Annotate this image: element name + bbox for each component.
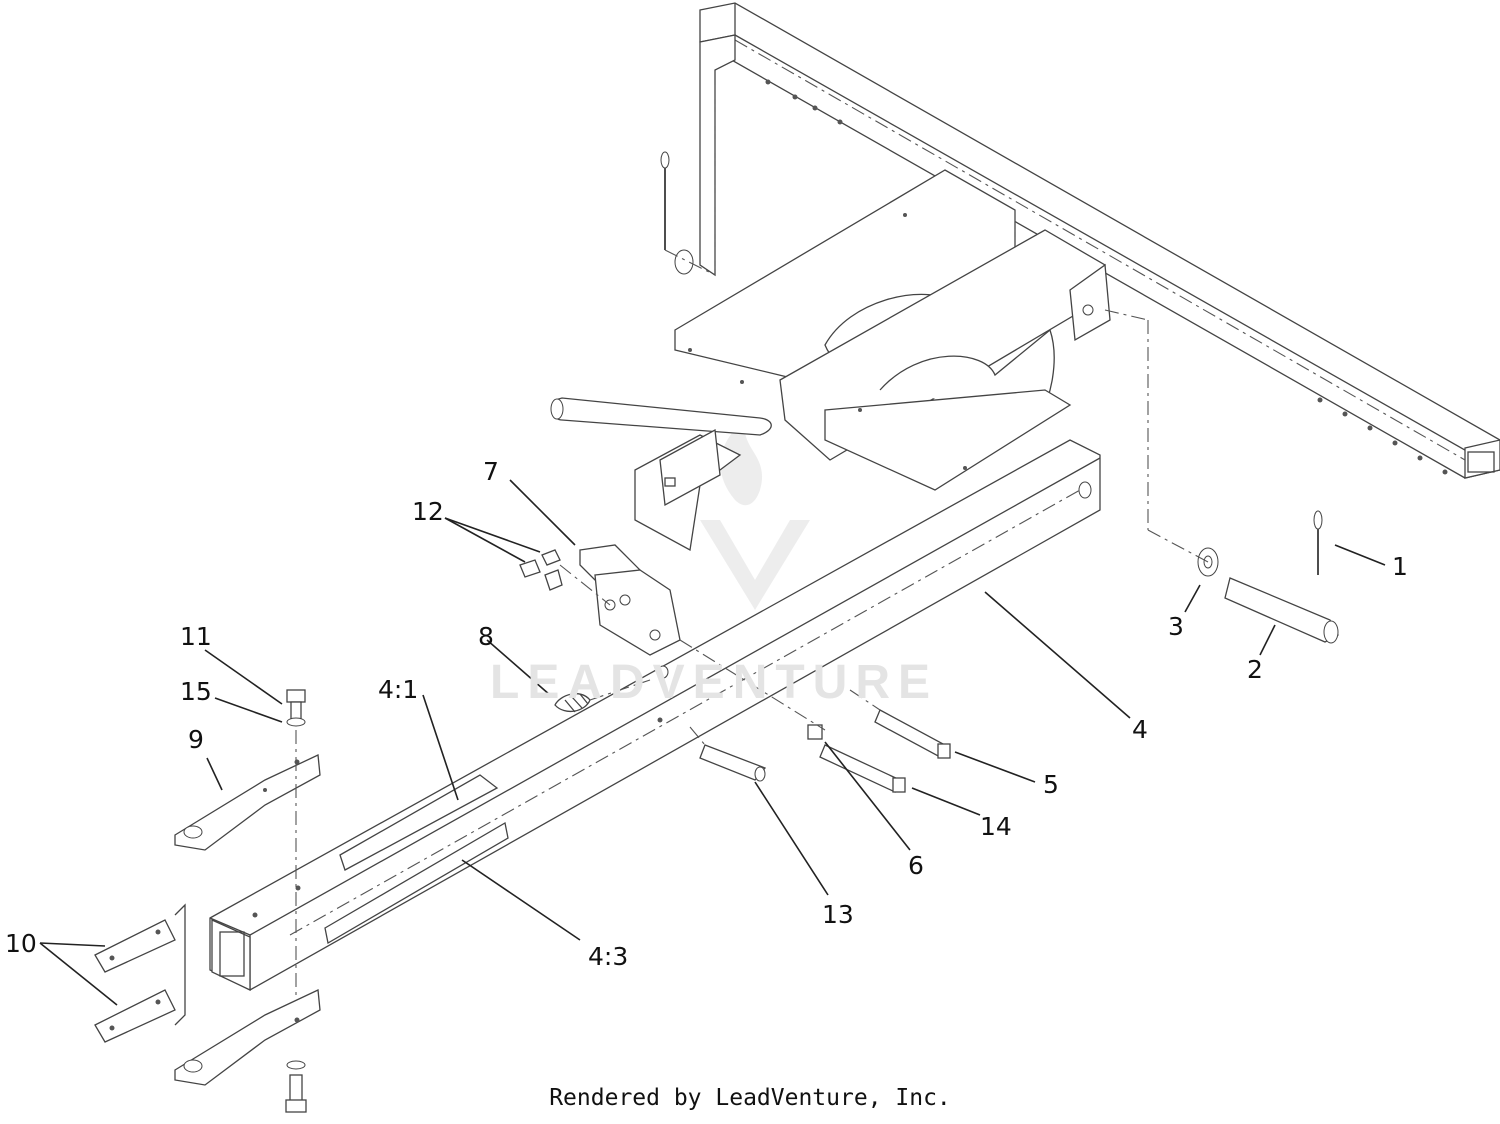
callout-4: 4 bbox=[1132, 715, 1148, 744]
leadventure-logo-icon bbox=[700, 420, 810, 610]
callout-10: 10 bbox=[5, 929, 37, 958]
clevis-bar-top bbox=[174, 754, 321, 851]
rear-frame bbox=[699, 2, 1500, 479]
callout-2: 2 bbox=[1247, 655, 1263, 684]
hitch-pin bbox=[1104, 309, 1339, 644]
callout-3: 3 bbox=[1168, 612, 1184, 641]
latch-bracket bbox=[634, 428, 742, 552]
clevis-bar-bottom bbox=[174, 989, 321, 1113]
callout-1: 1 bbox=[1392, 552, 1408, 581]
callout-6: 6 bbox=[908, 851, 924, 880]
callout-4-1: 4:1 bbox=[378, 675, 418, 704]
drawbar-tube bbox=[209, 439, 1101, 992]
leader-lines bbox=[39, 479, 1386, 1006]
bolts-group bbox=[679, 639, 951, 793]
cotter-pin-top bbox=[660, 151, 716, 276]
callout-15: 15 bbox=[180, 677, 212, 706]
hitch-mount-plate bbox=[674, 169, 1111, 491]
callout-14: 14 bbox=[980, 812, 1012, 841]
spring-part bbox=[554, 679, 651, 713]
callout-13: 13 bbox=[822, 900, 854, 929]
callout-7: 7 bbox=[483, 457, 499, 486]
handle-tube bbox=[550, 397, 772, 436]
callout-8: 8 bbox=[478, 622, 494, 651]
bolt-11 bbox=[286, 689, 306, 1020]
callout-labels: 1 2 3 4 4:1 4:3 5 6 7 8 9 10 11 12 13 14… bbox=[5, 457, 1408, 971]
frame-holes bbox=[765, 79, 1448, 475]
footer-credit: Rendered by LeadVenture, Inc. bbox=[549, 1085, 951, 1111]
callout-4-3: 4:3 bbox=[588, 942, 628, 971]
bolt-nut-set bbox=[519, 549, 611, 606]
watermark-text: LEADVENTURE bbox=[490, 656, 939, 709]
callout-11: 11 bbox=[180, 622, 212, 651]
callout-5: 5 bbox=[1043, 770, 1059, 799]
callout-12: 12 bbox=[412, 497, 444, 526]
decal-4-3 bbox=[324, 821, 509, 945]
support-plates bbox=[94, 903, 186, 1043]
latch-part bbox=[579, 544, 681, 656]
callout-9: 9 bbox=[188, 725, 204, 754]
